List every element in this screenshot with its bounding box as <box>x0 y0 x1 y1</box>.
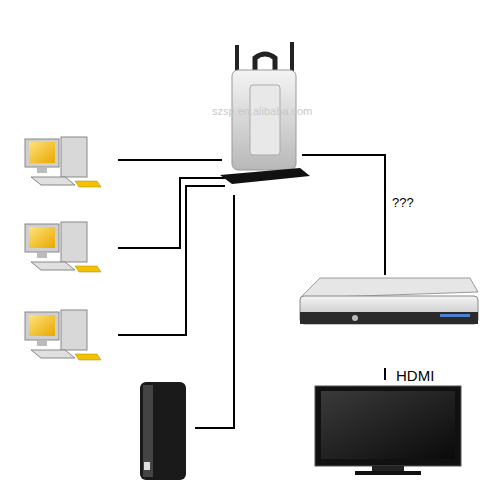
connection-question: ??? <box>392 196 414 209</box>
desktop-computer <box>25 222 101 272</box>
port-label: HDMI <box>396 368 434 383</box>
desktop-computer <box>25 310 101 360</box>
watermark-text: szsp.en.alibaba.com <box>212 106 312 117</box>
media-player-box <box>300 278 478 324</box>
desktop-computer <box>25 137 101 187</box>
flat-tv <box>315 386 461 475</box>
external-hard-drive <box>140 382 186 480</box>
